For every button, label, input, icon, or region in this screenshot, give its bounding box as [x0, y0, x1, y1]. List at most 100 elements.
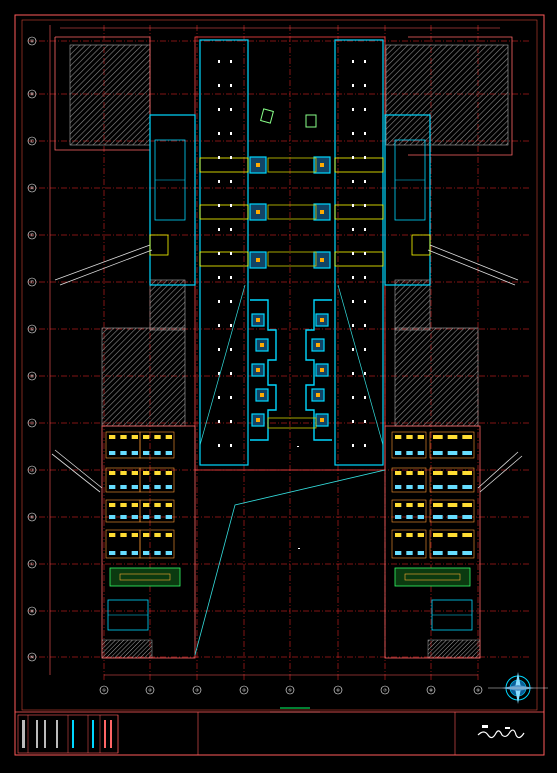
grid-row-label: Ⓜ	[30, 608, 34, 614]
grid-row-bubble: Ⓚ	[27, 512, 37, 522]
grid-col-label: ⑤	[288, 688, 292, 693]
grid-col-bubble: ①	[99, 685, 109, 695]
grid-row-label: Ⓛ	[30, 561, 34, 567]
hatch-zone-mid-right-b	[394, 327, 479, 427]
mark-2	[297, 446, 299, 447]
room-tag	[364, 228, 366, 231]
desk-cluster	[105, 467, 141, 493]
room-tag	[218, 444, 220, 447]
site-line-nw	[54, 244, 151, 281]
room-tag	[218, 348, 220, 351]
grid-row-bubble: Ⓖ	[27, 324, 37, 334]
room-tag	[352, 300, 354, 303]
room-tag	[230, 444, 232, 447]
room-tag	[352, 348, 354, 351]
desk-cluster	[139, 499, 175, 523]
room-tag	[364, 372, 366, 375]
room-tag	[230, 252, 232, 255]
service-block	[107, 599, 149, 631]
drawing-frame	[21, 19, 538, 711]
desk-cluster	[139, 529, 175, 559]
room-tag	[364, 204, 366, 207]
desk-cluster	[391, 529, 427, 559]
hatch-zone-mid-left-b	[101, 327, 186, 427]
grid-row-label: Ⓘ	[30, 420, 34, 426]
outline-southwest-wing	[101, 425, 196, 659]
room-tag	[352, 324, 354, 327]
room-tag	[364, 156, 366, 159]
grid-row-label: Ⓚ	[30, 514, 34, 520]
desk-cluster	[429, 529, 475, 559]
room-tag	[352, 156, 354, 159]
wall-block-east	[384, 114, 431, 286]
grid-row-bubble: Ⓘ	[27, 418, 37, 428]
atrium-edge-right	[305, 299, 332, 441]
room-tag	[230, 60, 232, 63]
stair-band-5	[334, 204, 384, 220]
bridge-band-2	[267, 204, 317, 220]
atrium-piers	[249, 108, 332, 441]
grid-col-bubble: ②	[145, 685, 155, 695]
room-tag	[352, 132, 354, 135]
pier	[315, 363, 329, 377]
pier	[251, 363, 265, 377]
room-tag	[230, 300, 232, 303]
desk-cluster	[429, 499, 475, 523]
room-tag	[364, 252, 366, 255]
room-tag	[218, 132, 220, 135]
planter-2	[305, 114, 317, 128]
room-tag	[352, 276, 354, 279]
pier	[313, 203, 331, 221]
stair-band-4	[334, 157, 384, 173]
outline-northeast-wing	[408, 36, 513, 156]
room-tag	[352, 444, 354, 447]
title-block-frame	[14, 711, 545, 756]
room-tag	[364, 108, 366, 111]
room-tag	[230, 108, 232, 111]
desk-cluster	[105, 431, 141, 459]
service-block	[154, 139, 186, 221]
room-tag	[352, 252, 354, 255]
grid-col-label: ⑧	[429, 688, 433, 693]
pier	[249, 156, 267, 174]
room-tag	[352, 420, 354, 423]
service-block	[431, 599, 473, 631]
room-tag	[218, 180, 220, 183]
grid-col-bubble: ⑧	[426, 685, 436, 695]
grid-row-label: Ⓒ	[30, 138, 34, 144]
wall-block-west	[149, 114, 196, 286]
hatched-areas	[69, 44, 509, 659]
hatch-zone-top-right	[385, 44, 509, 146]
site-line-nw-2	[59, 249, 153, 286]
site-line-sw	[54, 449, 103, 489]
room-tag	[352, 84, 354, 87]
ramp-line-left	[199, 284, 246, 446]
grid-col-bubble: ④	[239, 685, 249, 695]
office-furniture	[105, 60, 475, 631]
grid-row-bubble: Ⓑ	[27, 89, 37, 99]
grid-row-bubble: Ⓒ	[27, 136, 37, 146]
room-tag	[218, 420, 220, 423]
room-tag	[364, 300, 366, 303]
hatch-zone-top-left	[69, 44, 151, 146]
room-tag	[218, 108, 220, 111]
bridge-band-3	[267, 251, 317, 267]
grid-col-bubble: ⑨	[473, 685, 483, 695]
conference-table	[394, 567, 471, 587]
title-block	[14, 711, 545, 756]
site-line-se-2	[479, 455, 523, 493]
pier	[249, 251, 267, 269]
pier	[249, 203, 267, 221]
desk-cluster	[139, 467, 175, 493]
room-tag	[230, 396, 232, 399]
room-tag	[364, 324, 366, 327]
stair-band-1	[199, 157, 249, 173]
room-tag	[230, 180, 232, 183]
room-tag	[364, 420, 366, 423]
grid-row-label: Ⓗ	[30, 373, 34, 379]
grid-col-bubble: ⑦	[380, 685, 390, 695]
room-tag	[230, 156, 232, 159]
room-tag	[230, 420, 232, 423]
grid-col-label: ⑥	[336, 688, 340, 693]
